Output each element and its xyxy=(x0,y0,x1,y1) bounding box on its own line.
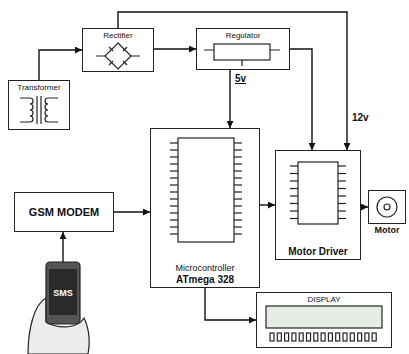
phone: SMS xyxy=(46,262,80,324)
connector-arrow xyxy=(154,48,196,49)
connector-arrow xyxy=(62,232,63,262)
secondary-coil xyxy=(45,98,48,122)
node-label: Motor Driver xyxy=(288,246,347,258)
motor-driver-box: Motor Driver xyxy=(275,150,361,260)
phone-body xyxy=(46,262,80,324)
connector-arrow xyxy=(361,206,368,207)
driver-chip xyxy=(298,162,338,224)
connector-arrow xyxy=(205,288,256,320)
core-line xyxy=(36,96,37,124)
diode-bridge xyxy=(105,43,131,69)
transformer-box: Transformer xyxy=(8,80,70,130)
microcontroller-box: MicrocontrollerATmega 328 xyxy=(150,128,260,288)
connector-arrow xyxy=(39,50,82,80)
lcd-screen xyxy=(266,306,382,328)
node-label: Transformer xyxy=(17,83,60,92)
rectifier-box: Rectifier xyxy=(82,28,154,72)
node-label: Regulator xyxy=(226,31,261,40)
voltage-label: 12v xyxy=(351,112,370,123)
node-label: SMS xyxy=(53,288,73,298)
motor-shaft xyxy=(384,204,390,210)
regulator-box: Regulator xyxy=(196,28,290,70)
core-line xyxy=(40,96,41,124)
primary-coil xyxy=(30,98,33,122)
bridge-leads xyxy=(96,55,140,56)
phone-screen xyxy=(49,269,77,315)
node-sublabel: ATmega 328 xyxy=(176,274,234,286)
driver-pins xyxy=(290,166,346,219)
regulator-leads xyxy=(204,50,280,66)
mcu-pins xyxy=(170,143,242,234)
lcd-pins xyxy=(270,333,376,341)
display-box: DISPLAY xyxy=(256,292,392,348)
connector-arrow xyxy=(114,211,150,212)
node-label: GSM MODEM xyxy=(29,206,99,219)
transformer-leads xyxy=(20,98,58,122)
diode-marks xyxy=(109,47,127,65)
node-label: Motor xyxy=(375,225,400,235)
voltage-label: 5v xyxy=(234,73,247,84)
motor-box: Motor xyxy=(368,190,406,224)
connector-arrow xyxy=(260,204,275,205)
connector-arrow xyxy=(229,70,230,128)
mcu-chip xyxy=(178,138,234,242)
node-label: Microcontroller xyxy=(175,263,234,273)
node-label: DISPLAY xyxy=(307,295,340,304)
regulator-symbol xyxy=(214,44,270,60)
connector-arrow xyxy=(290,49,312,150)
connector-arrow xyxy=(118,12,347,150)
gsm-modem-box: GSM MODEM xyxy=(14,192,114,232)
node-label: Rectifier xyxy=(103,31,132,40)
motor-symbol xyxy=(377,197,397,217)
